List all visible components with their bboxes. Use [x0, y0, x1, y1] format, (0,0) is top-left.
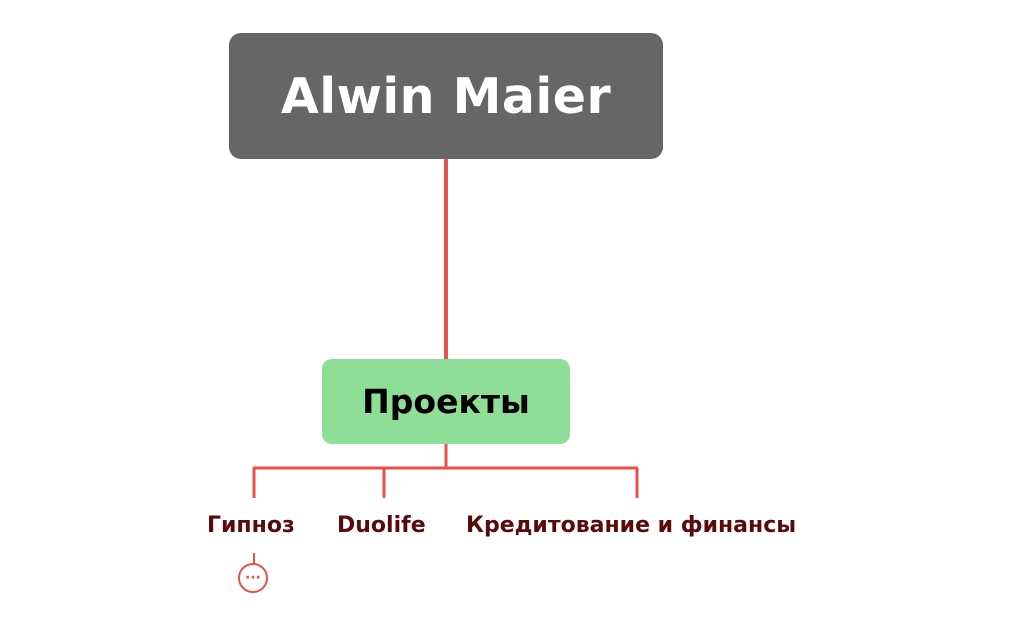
branch-topic-node[interactable]: Проекты	[322, 359, 570, 444]
more-dots-icon: ···	[245, 570, 261, 586]
subtopic-duolife[interactable]: Duolife	[337, 513, 426, 538]
root-topic-label: Alwin Maier	[280, 67, 612, 125]
expand-collapsed-children-button[interactable]: ···	[238, 563, 268, 593]
subtopic-hypnosis[interactable]: Гипноз	[207, 513, 295, 538]
subtopic-credit-finance[interactable]: Кредитование и финансы	[466, 513, 797, 538]
root-topic-node[interactable]: Alwin Maier	[229, 33, 663, 159]
branch-topic-label: Проекты	[362, 382, 530, 421]
